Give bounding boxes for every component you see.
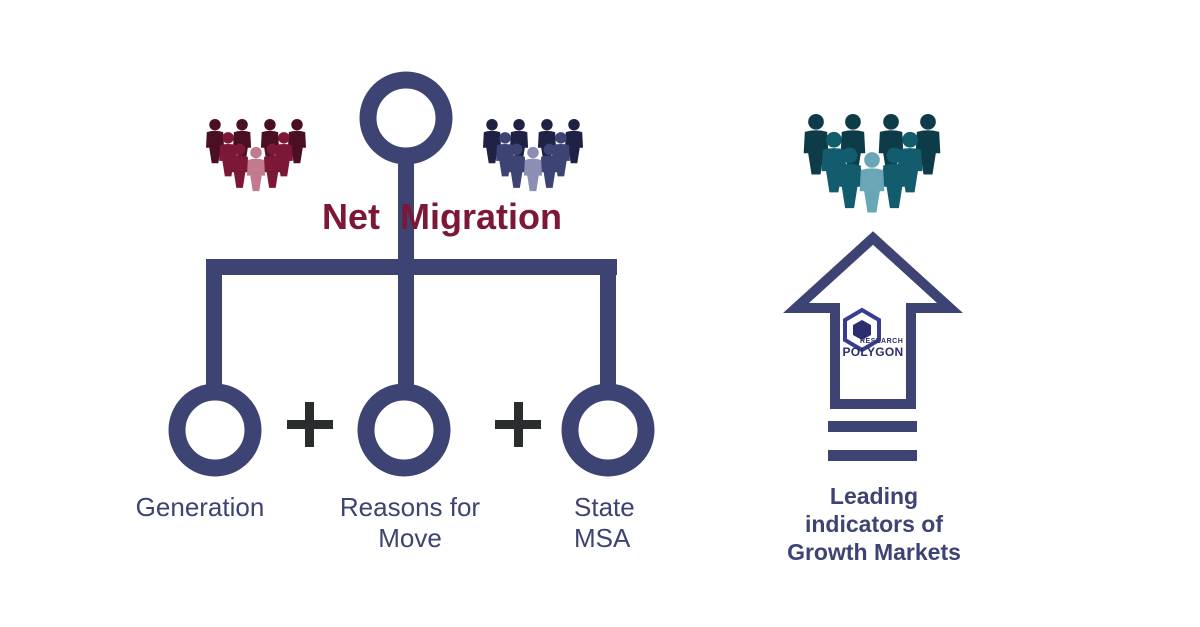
indicator-caption: Leading indicators of Growth Markets xyxy=(750,482,998,566)
polygon-logo-icon xyxy=(843,307,881,353)
people-group-icon xyxy=(205,119,307,192)
indicator-line1: Leading xyxy=(829,483,919,509)
reasons-label-line2: Move xyxy=(378,523,442,553)
generation-label: Generation xyxy=(110,492,290,523)
state-msa-label-line1: State xyxy=(574,492,635,522)
generation-label-line1: Generation xyxy=(135,492,265,522)
tree-branches xyxy=(206,160,617,390)
generation-node xyxy=(168,383,262,477)
people-group-icon xyxy=(482,119,584,192)
logo-small-text: RESEARCH xyxy=(860,338,904,345)
logo-brand-text: POLYGON xyxy=(842,345,904,359)
indicator-line3: Growth Markets xyxy=(787,539,961,565)
title-word-net: Net xyxy=(322,196,381,237)
plus-icon xyxy=(287,402,333,447)
state-msa-label-line2: MSA xyxy=(574,523,631,553)
root-node xyxy=(359,71,453,165)
people-group-icon xyxy=(803,114,941,213)
reasons-label: Reasons for Move xyxy=(320,492,500,554)
state-msa-label: State MSA xyxy=(574,492,694,554)
reasons-node xyxy=(357,383,451,477)
diagram-title: Net Migration xyxy=(322,196,562,238)
state-msa-node xyxy=(561,383,655,477)
indicator-line2: indicators of xyxy=(804,511,943,537)
up-arrow-icon xyxy=(783,231,963,461)
reasons-label-line1: Reasons for xyxy=(339,492,481,522)
plus-icon xyxy=(495,402,541,447)
title-word-migration: Migration xyxy=(400,196,562,237)
